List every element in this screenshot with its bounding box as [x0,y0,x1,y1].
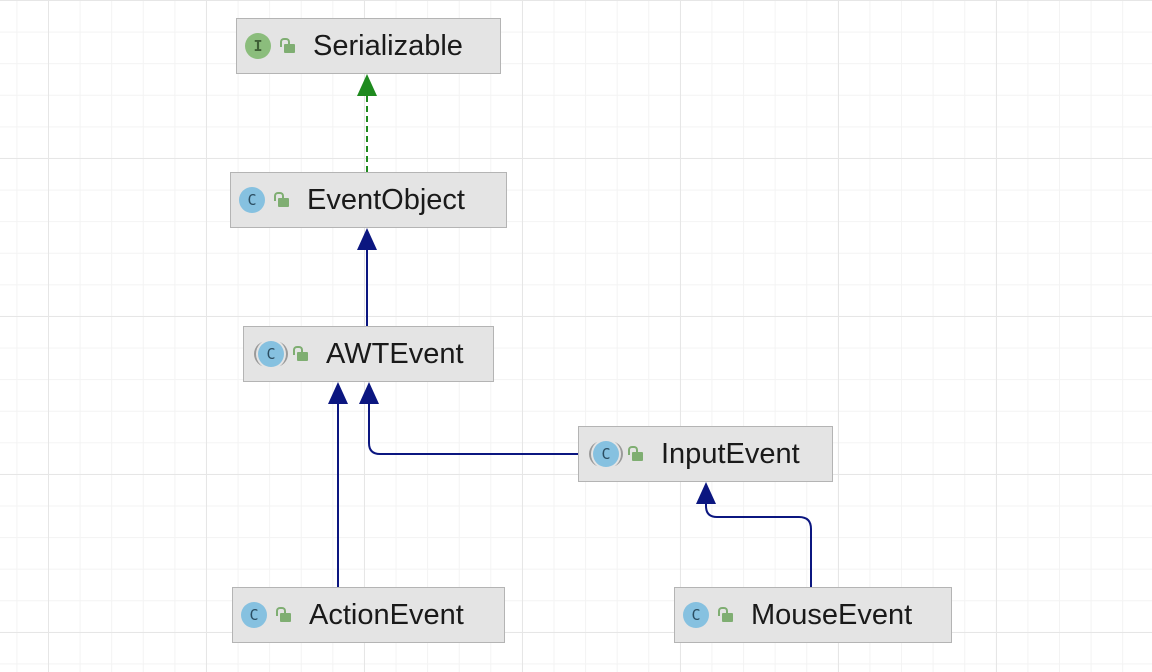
public-access-lock-icon [292,344,312,364]
node-label: ActionEvent [309,598,464,631]
interface-icon: I [245,33,271,59]
node-label: MouseEvent [751,598,913,631]
node-serializable[interactable]: I Serializable [236,18,501,74]
arrowhead-awtevent-left [328,382,348,404]
public-access-lock-icon [275,605,295,625]
node-label: InputEvent [661,437,800,470]
arrowhead-awtevent-right [359,382,379,404]
node-awtevent[interactable]: C AWTEvent [243,326,494,382]
node-label: EventObject [307,183,465,216]
node-label: AWTEvent [326,337,464,370]
class-icon: C [683,602,709,628]
public-access-lock-icon [279,36,299,56]
class-icon: C [241,602,267,628]
arrowhead-serializable [357,74,377,96]
public-access-lock-icon [717,605,737,625]
node-inputevent[interactable]: C InputEvent [578,426,833,482]
class-icon: C [239,187,265,213]
node-actionevent[interactable]: C ActionEvent [232,587,505,643]
public-access-lock-icon [627,444,647,464]
arrowhead-inputevent [696,482,716,504]
node-label: Serializable [313,29,463,62]
node-eventobject[interactable]: C EventObject [230,172,507,228]
abstract-class-icon: C [593,441,619,467]
abstract-class-icon: C [258,341,284,367]
edge-inputevent-extends-awtevent [368,402,578,455]
edge-mouseevent-extends-inputevent [705,502,812,587]
public-access-lock-icon [273,190,293,210]
node-mouseevent[interactable]: C MouseEvent [674,587,952,643]
arrowhead-eventobject [357,228,377,250]
